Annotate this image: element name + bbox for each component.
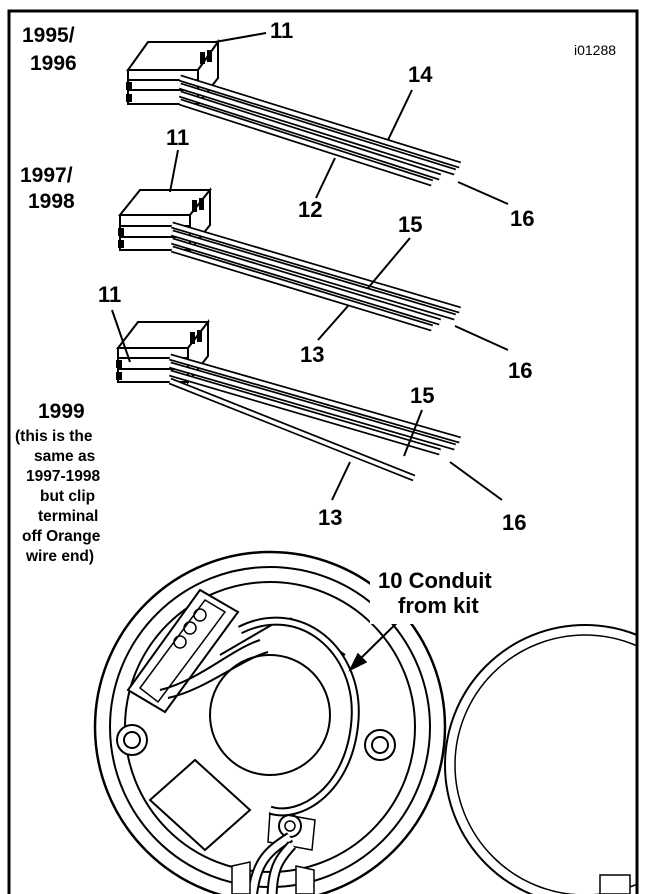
callout-14: 14	[408, 62, 433, 87]
conduit-label-line1: 10 Conduit	[378, 568, 492, 593]
figure-id: i01288	[574, 42, 616, 58]
note-line: (this is the	[15, 428, 93, 445]
leader-11-a	[214, 32, 267, 43]
wires-3	[168, 353, 461, 482]
year-label-1998: 1998	[28, 190, 75, 213]
leader-16-a	[457, 181, 509, 205]
wires-2	[170, 221, 461, 332]
housing-illustration	[93, 550, 637, 894]
leader-16-b	[454, 325, 509, 351]
callout-16: 16	[510, 206, 534, 231]
conduit-ring	[237, 616, 360, 817]
year-label-1996: 1996	[30, 52, 77, 75]
conduit-label-line2: from kit	[398, 593, 479, 618]
note-line: wire end)	[25, 548, 94, 565]
harness-1999	[111, 309, 503, 501]
note-1999: (this is the same as 1997-1998 but clip …	[15, 428, 101, 565]
leader-13-a	[317, 305, 349, 341]
note-line: 1997-1998	[26, 468, 101, 485]
callout-16: 16	[508, 358, 532, 383]
leader-12	[315, 157, 336, 199]
year-label-1999: 1999	[38, 400, 85, 423]
leader-11-b	[169, 149, 179, 193]
note-line: same as	[34, 448, 95, 465]
year-label-1995: 1995/	[22, 24, 75, 47]
leader-15-a	[367, 237, 411, 289]
adjacent-housing	[444, 624, 637, 894]
callout-15: 15	[410, 383, 434, 408]
note-line: off Orange	[22, 528, 101, 545]
leader-13-b	[331, 461, 351, 501]
year-label-1997: 1997/	[20, 164, 73, 187]
harness-1995-1996	[126, 32, 509, 205]
callout-11: 11	[98, 282, 121, 307]
leader-11-c	[111, 309, 131, 363]
callout-15: 15	[398, 212, 422, 237]
leader-15-b	[403, 409, 423, 457]
leader-14	[387, 89, 413, 141]
note-line: terminal	[38, 508, 98, 525]
callout-13: 13	[318, 505, 342, 530]
conduit-label: 10 Conduit from kit	[370, 566, 505, 624]
callout-11: 11	[166, 125, 189, 150]
figure-border	[7, 9, 639, 894]
callout-13: 13	[300, 342, 324, 367]
exit-wires	[231, 832, 631, 894]
callout-12: 12	[298, 197, 322, 222]
harness-1997-1998	[117, 149, 509, 351]
wires-1	[178, 74, 462, 187]
leader-16-c	[449, 461, 503, 501]
callout-11: 11	[270, 18, 293, 43]
note-line: but clip	[40, 488, 95, 505]
callout-16: 16	[502, 510, 526, 535]
installed-connector	[126, 588, 269, 714]
